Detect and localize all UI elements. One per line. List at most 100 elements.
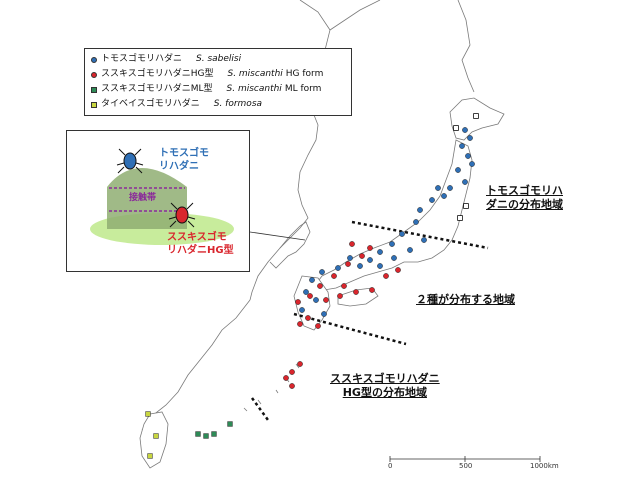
sample-point xyxy=(421,237,427,243)
sample-point xyxy=(391,255,397,261)
sample-point xyxy=(383,273,389,279)
sample-point xyxy=(317,283,323,289)
sakhalin-coastline xyxy=(457,0,475,93)
sample-point xyxy=(462,179,468,185)
inset-diagram xyxy=(90,148,234,245)
sample-point xyxy=(349,241,355,247)
china-coastline xyxy=(141,299,251,431)
sample-point xyxy=(195,431,201,437)
sample-point xyxy=(323,297,329,303)
unsampled-site xyxy=(457,215,463,221)
sample-point xyxy=(289,369,295,375)
sample-point xyxy=(462,127,468,133)
contact-zone-inset: トモスゴモ リハダニ 接触帯 ススキスゴモ リハダニHG型 xyxy=(66,130,250,272)
sample-point xyxy=(369,287,375,293)
lower-mite-icon xyxy=(168,202,196,228)
sample-point xyxy=(377,249,383,255)
sample-point xyxy=(357,263,363,269)
sample-point xyxy=(389,241,395,247)
legend-japanese-name: タイベイスゴモリハダニ xyxy=(101,99,200,109)
sample-point xyxy=(153,433,159,439)
sample-point xyxy=(335,265,341,271)
sample-point xyxy=(467,135,473,141)
sample-point xyxy=(435,185,441,191)
southern-boundary xyxy=(293,312,407,346)
sample-point xyxy=(459,143,465,149)
legend-form: ML form xyxy=(284,84,322,94)
sample-point xyxy=(337,293,343,299)
sample-point xyxy=(309,277,315,283)
sample-point xyxy=(203,433,209,439)
sample-point xyxy=(341,283,347,289)
unsampled-site xyxy=(473,113,479,119)
legend-scientific-name: S. formosa xyxy=(213,99,263,109)
northern-boundary xyxy=(351,220,489,250)
sample-point xyxy=(319,269,325,275)
legend-marker xyxy=(91,56,97,63)
sample-point xyxy=(455,167,461,173)
sample-point xyxy=(395,267,401,273)
sample-point xyxy=(367,245,373,251)
north-coast xyxy=(329,0,381,31)
shikoku xyxy=(337,287,379,307)
sample-point xyxy=(321,311,327,317)
sample-point xyxy=(211,431,217,437)
sample-point xyxy=(145,411,151,417)
legend-marker xyxy=(91,86,97,93)
legend-japanese-name: トモスゴモリハダニ xyxy=(101,54,183,64)
sample-point xyxy=(345,261,351,267)
mountain-shape xyxy=(107,168,187,229)
sample-point xyxy=(447,185,453,191)
sample-point xyxy=(353,289,359,295)
sample-point xyxy=(303,289,309,295)
sample-point xyxy=(429,197,435,203)
scale-tick-0: 0 xyxy=(388,462,393,470)
legend-scientific-name: S. miscanthi xyxy=(227,69,283,79)
sample-point xyxy=(413,219,419,225)
sample-point xyxy=(441,193,447,199)
sample-point xyxy=(295,299,301,305)
legend-scientific-name: S. sabelisi xyxy=(196,54,242,64)
sample-point xyxy=(299,307,305,313)
legend-item: タイベイスゴモリハダニ S. formosa xyxy=(91,97,345,112)
legend-item: トモスゴモリハダニ S. sabelisi xyxy=(91,52,345,67)
sample-point xyxy=(307,293,313,299)
sample-point xyxy=(399,231,405,237)
north-region-label: トモスゴモリハ ダニの分布地域 xyxy=(486,184,563,211)
sample-point xyxy=(465,153,471,159)
lower-species-label: ススキスゴモ リハダニHG型 xyxy=(167,232,234,256)
sample-point xyxy=(331,273,337,279)
upper-species-label: トモスゴモ リハダニ xyxy=(159,148,209,172)
sample-point xyxy=(313,297,319,303)
scale-tick-500: 500 xyxy=(459,462,473,470)
sample-point xyxy=(347,255,353,261)
sample-point xyxy=(377,263,383,269)
contact-zone-label: 接触帯 xyxy=(129,193,157,203)
legend-marker xyxy=(91,101,97,108)
korea-coastline xyxy=(269,221,311,269)
sample-point xyxy=(305,315,311,321)
sample-point xyxy=(297,361,303,367)
upper-mite-icon xyxy=(116,148,144,174)
sample-point xyxy=(359,253,365,259)
scale-tick-1000: 1000km xyxy=(530,462,559,470)
legend-japanese-name: ススキスゴモリハダニML型 xyxy=(101,84,213,94)
hg-southern-boundary xyxy=(250,397,270,421)
taiwan xyxy=(139,411,169,469)
unsampled-site xyxy=(453,125,459,131)
middle-region-label: ２種が分布する地域 xyxy=(416,293,515,306)
sample-point xyxy=(367,257,373,263)
sample-point xyxy=(297,321,303,327)
legend-japanese-name: ススキスゴモリハダニHG型 xyxy=(101,69,214,79)
sample-point xyxy=(283,375,289,381)
legend-form: HG form xyxy=(285,69,324,79)
inset-pointer xyxy=(249,231,306,241)
sample-point xyxy=(147,453,153,459)
legend-scientific-name: S. miscanthi xyxy=(226,84,282,94)
species-legend: トモスゴモリハダニ S. sabelisi ススキスゴモリハダニHG型 S. misc… xyxy=(84,48,352,116)
south-region-label: ススキスゴモリハダニ HG型の分布地域 xyxy=(330,372,440,399)
